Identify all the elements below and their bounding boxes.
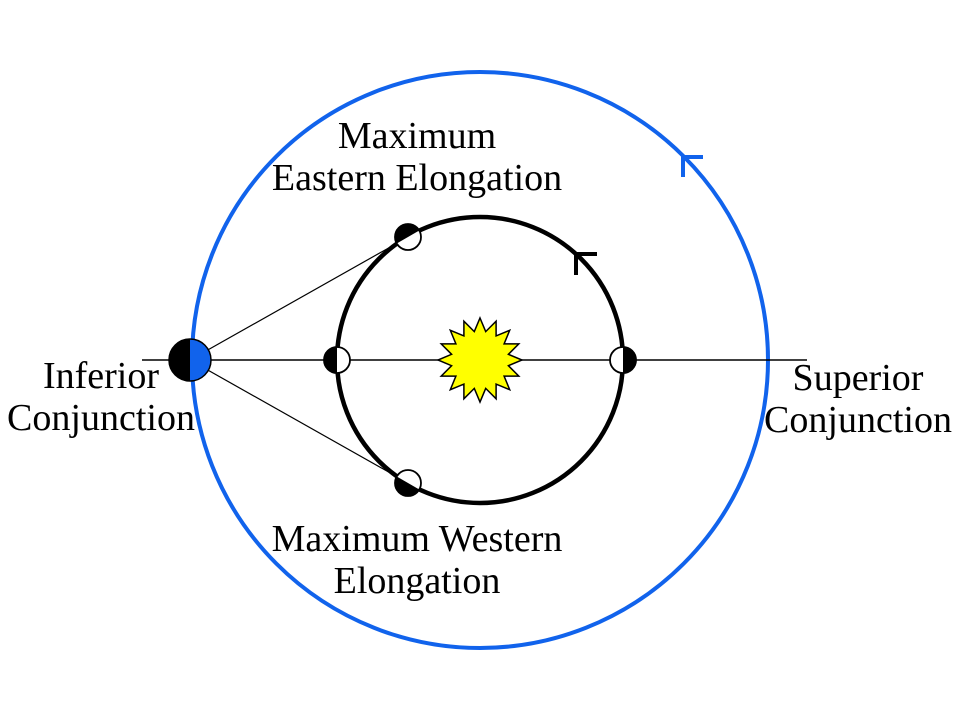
label-maximum-eastern-elongation: Maximum Eastern Elongation bbox=[272, 115, 562, 199]
sun-starburst-icon bbox=[436, 316, 524, 404]
earth-dark-half bbox=[169, 339, 190, 381]
label-line: Conjunction bbox=[7, 397, 195, 439]
planet-dark-half bbox=[324, 347, 337, 373]
planet-superior-conjunction bbox=[609, 346, 637, 374]
label-line: Superior bbox=[792, 357, 924, 399]
earth-half-lit-icon bbox=[168, 338, 212, 382]
planet-eastern-elongation bbox=[394, 223, 422, 251]
label-line: Eastern Elongation bbox=[271, 157, 563, 199]
label-line: Conjunction bbox=[764, 399, 952, 441]
label-line: Elongation bbox=[333, 560, 501, 602]
planet-orbit-direction-arrow-icon bbox=[574, 252, 597, 275]
planet-dark-half bbox=[395, 224, 420, 244]
planet-inferior-conjunction bbox=[323, 346, 351, 374]
western-elongation-sightline bbox=[189, 359, 425, 493]
eastern-elongation-sightline bbox=[189, 227, 425, 361]
label-line: Maximum bbox=[337, 115, 497, 157]
label-maximum-western-elongation: Maximum Western Elongation bbox=[272, 518, 563, 602]
label-line: Maximum Western bbox=[271, 518, 563, 560]
label-superior-conjunction: Superior Conjunction bbox=[764, 357, 952, 441]
earth-orbit-direction-arrow-icon bbox=[681, 155, 703, 177]
label-line: Inferior bbox=[42, 355, 160, 397]
planet-dark-half bbox=[623, 347, 636, 373]
planet-dark-half bbox=[395, 476, 420, 496]
planet-western-elongation bbox=[394, 469, 422, 497]
label-inferior-conjunction: Inferior Conjunction bbox=[7, 355, 195, 439]
